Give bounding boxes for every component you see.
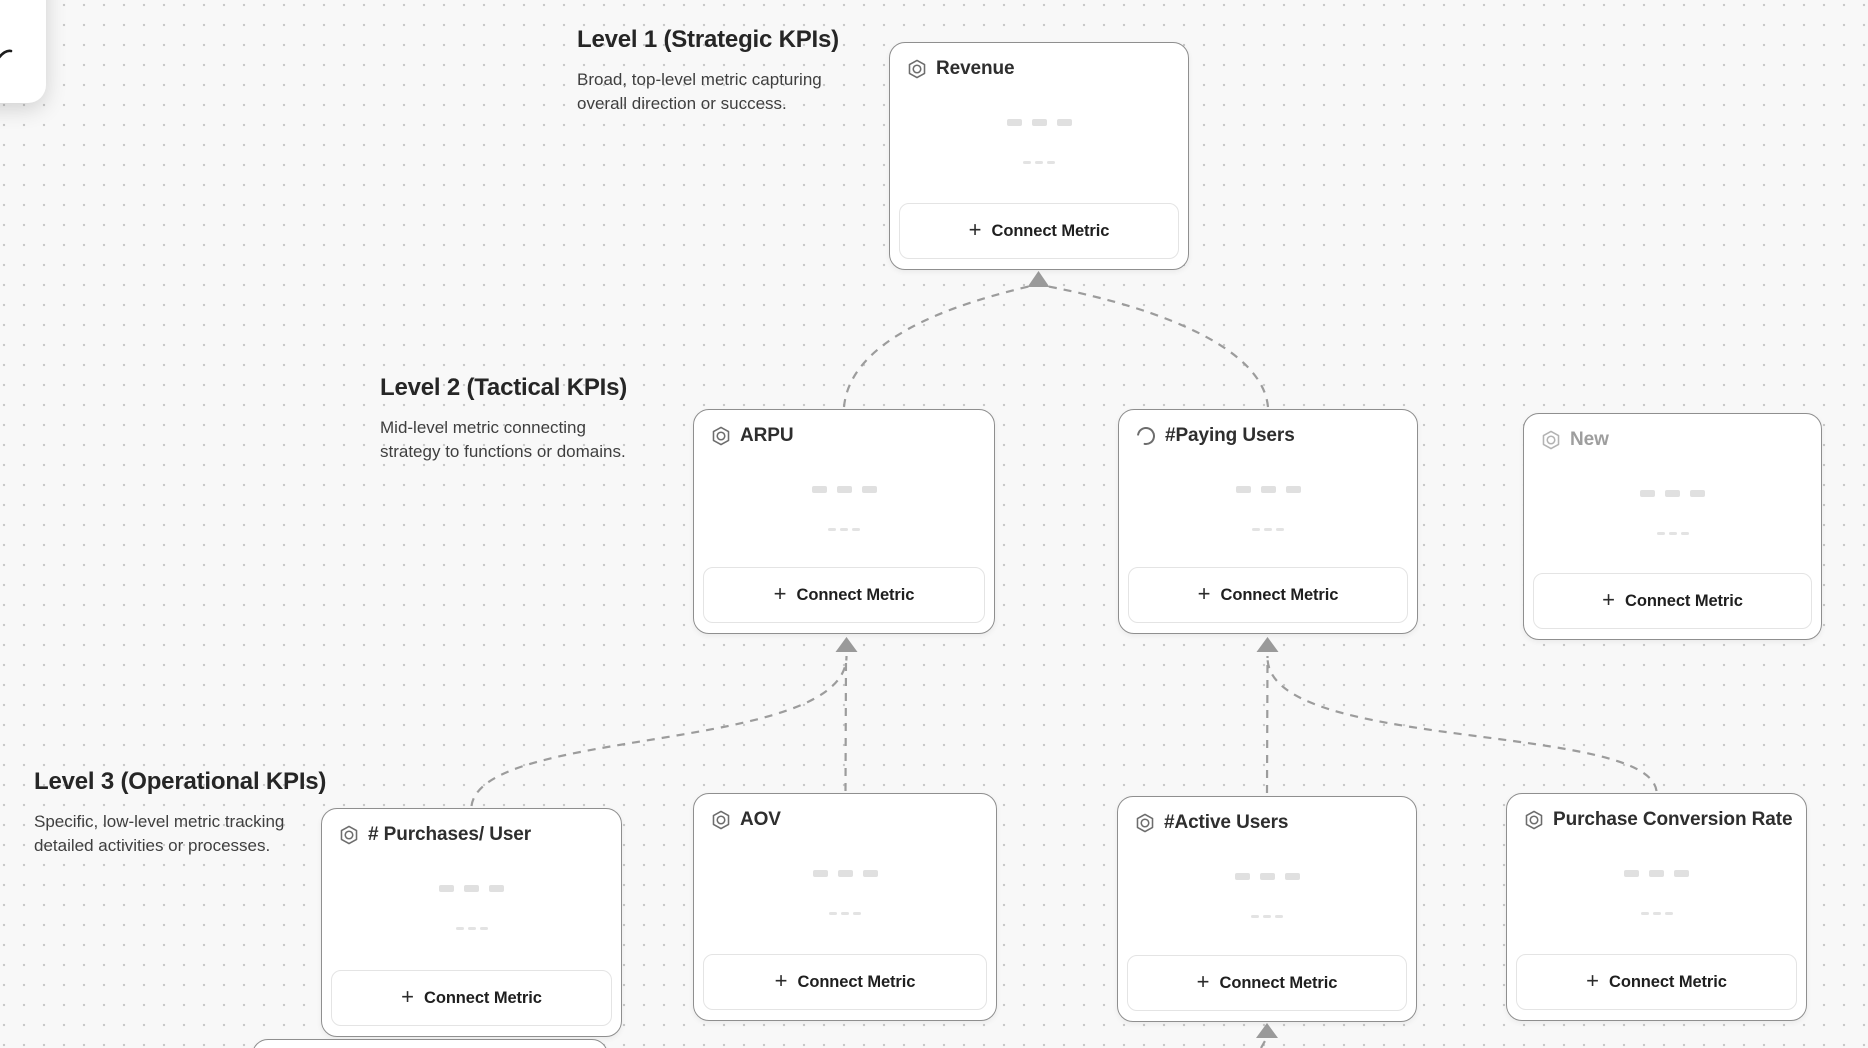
connect-metric-label: Connect Metric <box>1220 585 1339 604</box>
section-title: Level 3 (Operational KPIs) <box>34 768 327 795</box>
connect-metric-button[interactable]: + Connect Metric <box>1533 573 1812 629</box>
skeleton-row <box>1119 486 1417 493</box>
connect-metric-label: Connect Metric <box>1625 591 1743 610</box>
spinner-icon <box>1135 425 1157 447</box>
card-title: New <box>1570 429 1609 450</box>
card-title: #Active Users <box>1164 812 1289 833</box>
card-header: Purchase Conversion Rate <box>1523 809 1792 831</box>
skeleton-row <box>694 870 996 877</box>
connect-metric-label: Connect Metric <box>1219 973 1338 992</box>
connect-metric-button[interactable]: + Connect Metric <box>1127 955 1407 1011</box>
skeleton-row-small <box>890 161 1188 165</box>
card-header: #Paying Users <box>1135 425 1403 447</box>
arrowhead-paying-users <box>1256 637 1279 652</box>
hexagon-icon <box>710 425 732 447</box>
section-description: Mid-level metric connecting strategy to … <box>380 418 626 461</box>
connect-metric-button[interactable]: + Connect Metric <box>1128 567 1408 623</box>
card-header: New <box>1540 429 1807 451</box>
connector-pcr-to-paying-users <box>1266 657 1658 792</box>
arrowhead-revenue <box>1027 271 1050 287</box>
card-header: #Active Users <box>1134 812 1402 834</box>
card-title: Revenue <box>936 58 1015 79</box>
connector-active-users-to-paying-users <box>1265 655 1269 794</box>
section-description: Broad, top-level metric capturing overal… <box>577 70 822 113</box>
skeleton-row-small <box>694 912 996 916</box>
skeleton-row <box>694 486 994 493</box>
card-title: #Paying Users <box>1165 425 1295 446</box>
section-level-2: Level 2 (Tactical KPIs) Mid-level metric… <box>380 374 627 464</box>
plus-icon: + <box>773 581 787 606</box>
connector-offscreen-to-active-users <box>1260 1039 1267 1048</box>
connector-paying-users-to-revenue <box>1045 284 1270 408</box>
skeleton-row-small <box>1524 532 1821 536</box>
connector-aov-to-arpu <box>844 655 848 792</box>
connect-metric-label: Connect Metric <box>1609 972 1727 991</box>
metric-card-new[interactable]: New + Connect Metric <box>1523 413 1822 640</box>
metric-card-purchases-per-user[interactable]: # Purchases/ User + Connect Metric <box>321 808 622 1037</box>
skeleton-row <box>1524 490 1821 497</box>
skeleton-row <box>1118 873 1416 880</box>
card-title: Purchase Conversion Rate <box>1553 809 1792 830</box>
hexagon-icon <box>1523 809 1545 831</box>
metric-card-arpu[interactable]: ARPU + Connect Metric <box>693 409 995 634</box>
plus-icon: + <box>1196 969 1210 994</box>
skeleton-row-small <box>1507 912 1806 916</box>
metric-card-revenue[interactable]: Revenue + Connect Metric <box>889 42 1189 270</box>
connect-metric-button[interactable]: + Connect Metric <box>703 567 985 623</box>
section-level-3: Level 3 (Operational KPIs) Specific, low… <box>34 768 326 858</box>
metric-card-partial[interactable] <box>252 1039 608 1048</box>
metric-card-purchase-conversion-rate[interactable]: Purchase Conversion Rate + Connect Metri… <box>1506 793 1807 1021</box>
hexagon-icon <box>1540 429 1562 451</box>
skeleton-row-small <box>1118 915 1416 919</box>
cursor-icon <box>0 49 13 59</box>
skeleton-row <box>322 885 621 892</box>
hexagon-icon <box>906 58 928 80</box>
hexagon-icon <box>710 809 732 831</box>
card-header: ARPU <box>710 425 980 447</box>
plus-icon: + <box>1602 587 1616 612</box>
skeleton-row <box>1507 870 1806 877</box>
hexagon-icon <box>1134 812 1156 834</box>
card-title: ARPU <box>740 425 794 446</box>
card-title: AOV <box>740 809 781 830</box>
connect-metric-label: Connect Metric <box>797 972 916 991</box>
connect-metric-label: Connect Metric <box>424 988 542 1007</box>
plus-icon: + <box>774 968 788 993</box>
connect-metric-button[interactable]: + Connect Metric <box>331 970 612 1026</box>
plus-icon: + <box>1197 581 1211 606</box>
plus-icon: + <box>968 217 982 242</box>
card-header: AOV <box>710 809 982 831</box>
metric-card-active-users[interactable]: #Active Users + Connect Metric <box>1117 796 1417 1022</box>
metric-card-paying-users[interactable]: #Paying Users + Connect Metric <box>1118 409 1418 634</box>
connect-metric-button[interactable]: + Connect Metric <box>703 954 987 1010</box>
connector-purchases-to-arpu <box>470 655 848 807</box>
plus-icon: + <box>401 984 415 1009</box>
arrowhead-arpu <box>835 637 858 652</box>
section-title: Level 2 (Tactical KPIs) <box>380 374 628 401</box>
hexagon-icon <box>338 824 360 846</box>
connect-metric-button[interactable]: + Connect Metric <box>899 203 1179 259</box>
skeleton-row-small <box>1119 528 1417 532</box>
section-level-1: Level 1 (Strategic KPIs) Broad, top-leve… <box>577 26 839 116</box>
card-title: # Purchases/ User <box>368 824 532 845</box>
card-header: Revenue <box>906 58 1174 80</box>
section-description: Specific, low-level metric tracking deta… <box>34 812 285 855</box>
floating-panel[interactable] <box>0 0 46 103</box>
connect-metric-label: Connect Metric <box>796 585 915 604</box>
arrowhead-active-users <box>1256 1023 1278 1038</box>
section-title: Level 1 (Strategic KPIs) <box>577 26 839 53</box>
skeleton-row-small <box>322 927 621 931</box>
card-header: # Purchases/ User <box>338 824 607 846</box>
connector-arpu-to-revenue <box>842 284 1032 408</box>
connect-metric-button[interactable]: + Connect Metric <box>1516 954 1797 1010</box>
connect-metric-label: Connect Metric <box>991 221 1110 240</box>
metric-card-aov[interactable]: AOV + Connect Metric <box>693 793 997 1021</box>
skeleton-row-small <box>694 528 994 532</box>
plus-icon: + <box>1586 968 1600 993</box>
skeleton-row <box>890 119 1188 126</box>
